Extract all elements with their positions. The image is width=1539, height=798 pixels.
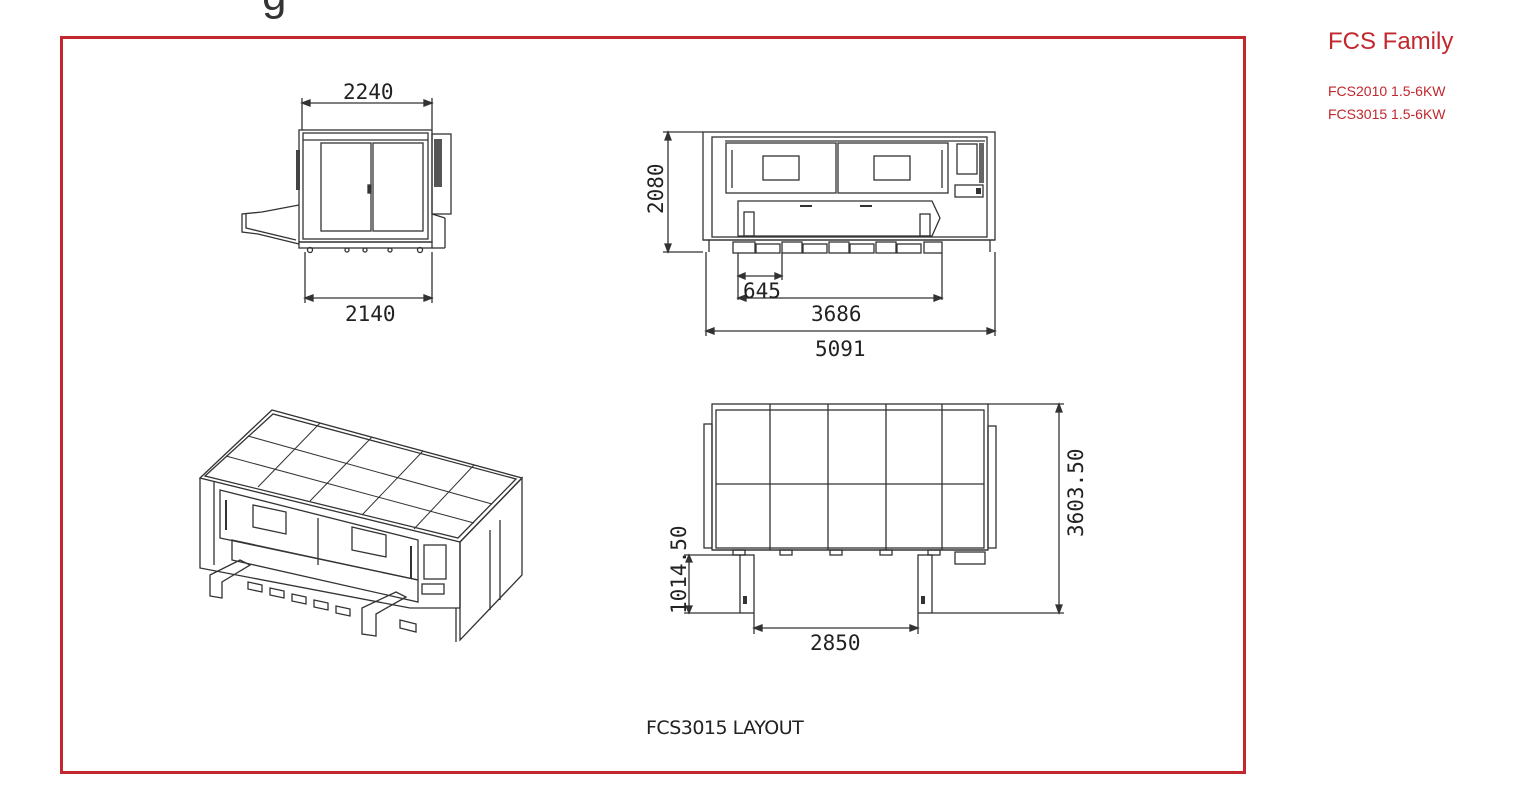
sidebar: FCS Family FCS2010 1.5-6KW FCS3015 1.5-6… bbox=[1328, 28, 1528, 126]
top-view bbox=[684, 402, 1064, 634]
layout-drawing-frame bbox=[60, 36, 1246, 774]
page-heading-fragment: g bbox=[262, 0, 286, 18]
drawing-caption: FCS3015 LAYOUT bbox=[646, 717, 804, 739]
side-view bbox=[241, 98, 452, 303]
dim-side-top-width: 2240 bbox=[343, 80, 394, 104]
front-view bbox=[663, 130, 997, 336]
dim-top-depth: 3603.50 bbox=[1064, 448, 1088, 537]
sidebar-link-fcs2010[interactable]: FCS2010 1.5-6KW bbox=[1328, 83, 1446, 99]
dim-front-total: 5091 bbox=[815, 337, 866, 361]
sidebar-title: FCS Family bbox=[1328, 28, 1454, 55]
dim-side-bottom-width: 2140 bbox=[345, 302, 396, 326]
isometric-view bbox=[198, 409, 524, 642]
dim-top-offset: 1014.50 bbox=[667, 525, 691, 614]
sidebar-link-fcs3015[interactable]: FCS3015 1.5-6KW bbox=[1328, 106, 1446, 122]
dim-front-height: 2080 bbox=[644, 163, 668, 214]
dim-front-inner: 3686 bbox=[811, 302, 862, 326]
dim-front-sub: 645 bbox=[743, 279, 781, 303]
dim-top-width: 2850 bbox=[810, 631, 861, 655]
